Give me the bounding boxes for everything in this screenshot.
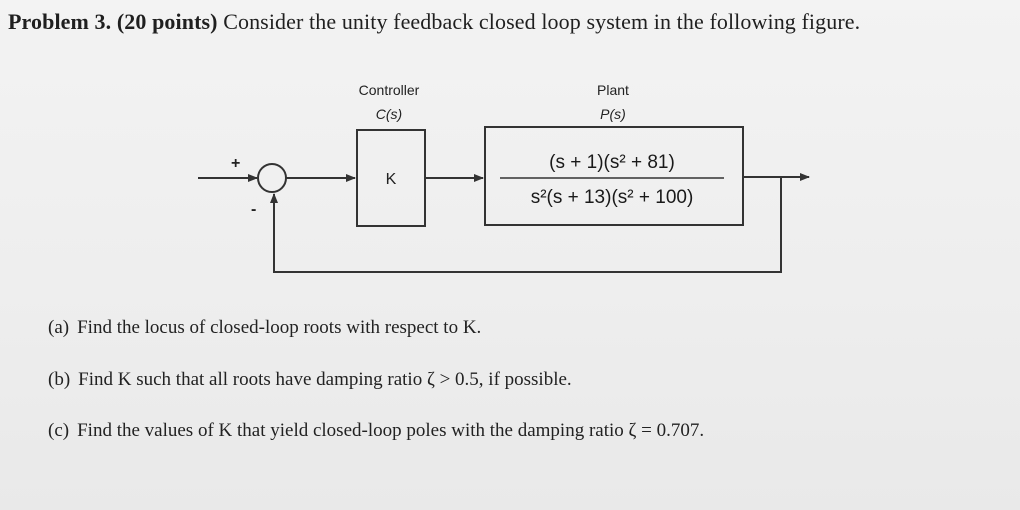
question-a-label: (a) xyxy=(48,317,70,338)
problem-statement: Consider the unity feedback closed loop … xyxy=(223,9,861,34)
question-c-label: (c) xyxy=(48,420,70,441)
problem-title: Problem 3. (20 points) Consider the unit… xyxy=(8,9,860,35)
question-c: (c) Find the values of K that yield close… xyxy=(48,420,704,442)
controller-symbol: C(s) xyxy=(376,106,402,122)
plus-sign: + xyxy=(231,155,240,172)
question-b-text: Find K such that all roots have damping … xyxy=(78,369,572,390)
controller-title: Controller xyxy=(359,82,420,98)
question-b: (b) Find K such that all roots have dampi… xyxy=(48,369,572,391)
question-c-text: Find the values of K that yield closed-l… xyxy=(77,420,705,441)
plant-symbol: P(s) xyxy=(600,106,626,122)
plant-numerator: (s + 1)(s² + 81) xyxy=(549,152,675,173)
problem-heading: Problem 3. xyxy=(8,9,112,34)
question-a: (a) Find the locus of closed-loop roots w… xyxy=(48,317,481,339)
plant-title: Plant xyxy=(597,82,629,98)
question-a-text: Find the locus of closed-loop roots with… xyxy=(77,317,482,338)
problem-points: (20 points) xyxy=(116,9,218,34)
plant-denominator: s²(s + 13)(s² + 100) xyxy=(531,187,694,208)
summing-junction xyxy=(257,163,287,193)
controller-gain: K xyxy=(386,171,397,188)
minus-sign: - xyxy=(251,201,256,218)
plant-block xyxy=(484,126,744,226)
question-b-label: (b) xyxy=(48,369,71,390)
feedback-path xyxy=(270,177,782,273)
